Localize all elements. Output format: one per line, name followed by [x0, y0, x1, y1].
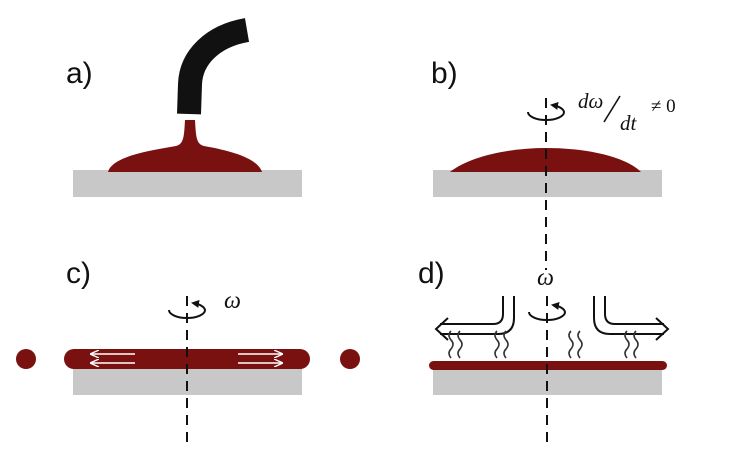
fluid-dome-b — [450, 148, 641, 172]
fluid-puddle-a — [108, 120, 262, 172]
panel-a-label: a) — [66, 57, 93, 90]
substrate-a — [73, 170, 302, 197]
ejected-droplet-right — [340, 349, 360, 369]
air-flow-arrow-right — [593, 296, 670, 341]
panel-b-label: b) — [431, 57, 458, 90]
panel-d: d) ω — [418, 257, 670, 445]
rotation-arrow-icon-c — [168, 299, 207, 319]
rotation-arrow-icon-d — [528, 301, 567, 321]
fraction-slash — [603, 95, 621, 123]
dispense-nozzle — [177, 18, 250, 115]
radial-flow-arrows-right — [238, 354, 282, 363]
substrate-b — [433, 170, 662, 197]
rate-denominator: dt — [620, 111, 638, 135]
rate-relation: ≠ 0 — [651, 96, 676, 117]
air-flow-arrow-left — [434, 296, 515, 341]
ejected-droplet-left — [16, 349, 36, 369]
panel-a: a) — [66, 18, 302, 197]
omega-label-d: ω — [537, 265, 554, 291]
panel-c-label: c) — [66, 257, 91, 290]
radial-flow-arrows-left — [91, 354, 135, 363]
rate-numerator: dω — [578, 89, 603, 113]
panel-b: b) dω dt ≠ 0 — [431, 57, 676, 270]
rotation-arrow-icon-b — [527, 101, 566, 121]
evaporation-wisps — [448, 330, 639, 359]
omega-label-c: ω — [224, 288, 241, 314]
panel-c: c) ω — [16, 257, 360, 445]
panel-d-label: d) — [418, 257, 445, 290]
